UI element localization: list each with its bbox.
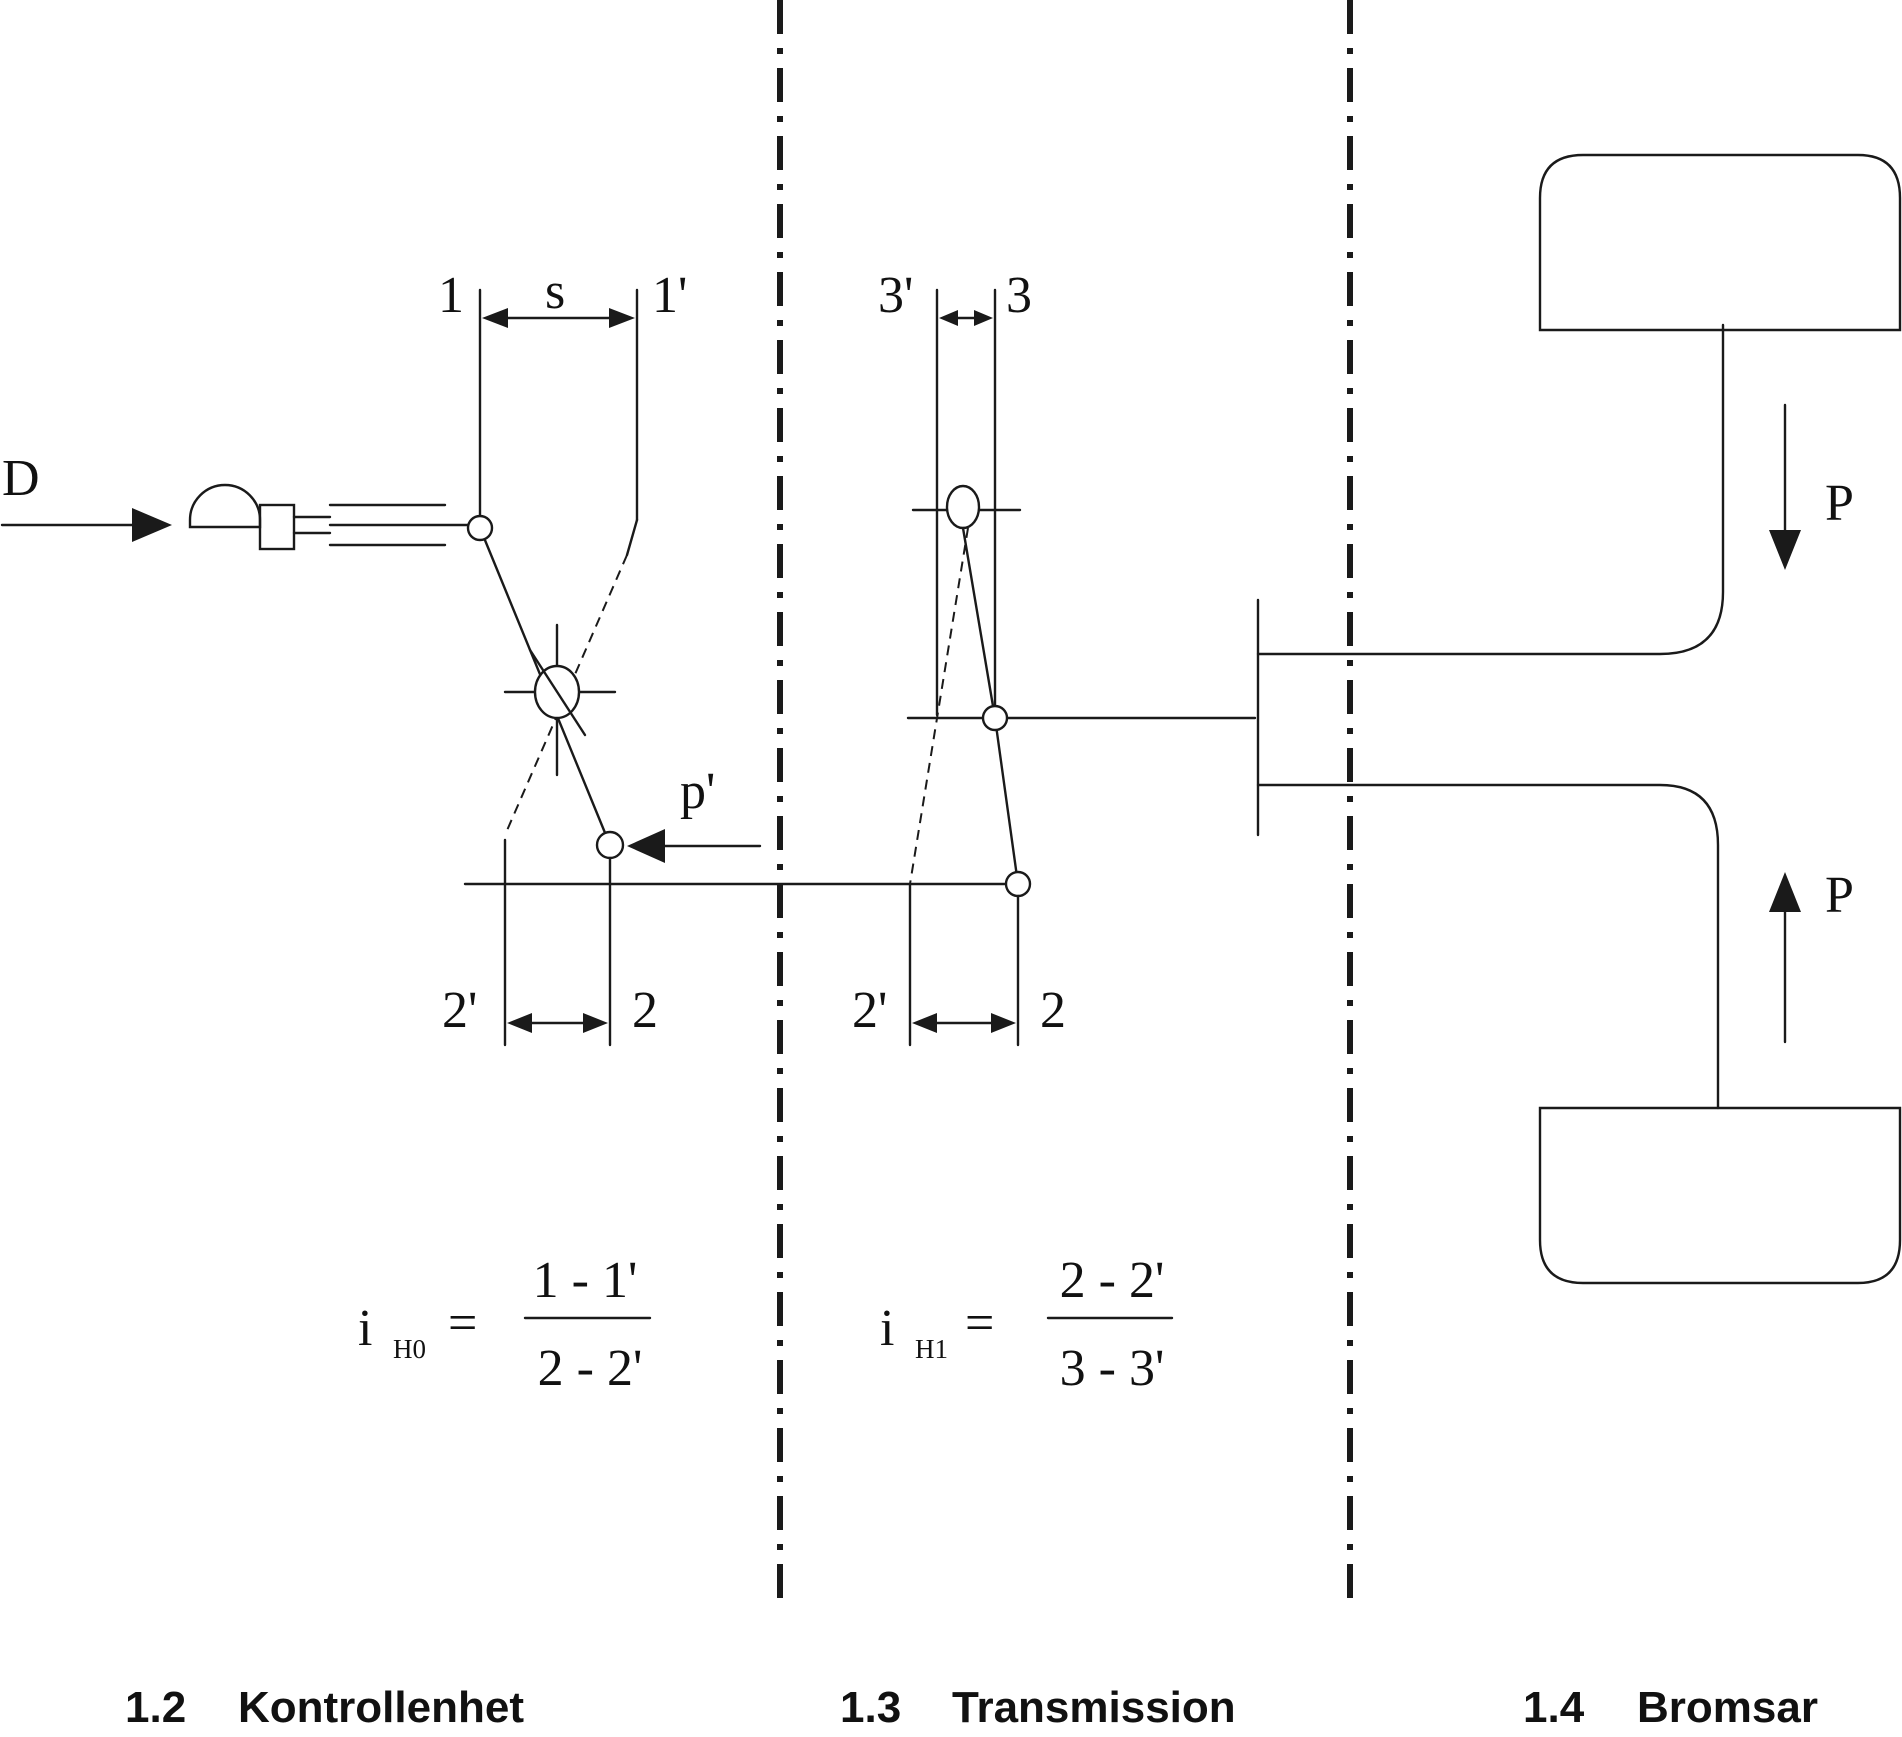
control-top-left-label: 1 [438, 267, 464, 324]
section-name: Transmission [952, 1683, 1236, 1732]
reaction-force-arrow [627, 829, 762, 863]
section-caption-control: 1.2 Kontrollenhet [125, 1683, 524, 1732]
input-force-arrow [0, 508, 172, 542]
section-name: Bromsar [1637, 1683, 1818, 1732]
transmission-top-right-label: 3 [1006, 267, 1032, 324]
formula-ih1-numerator: 2 - 2' [1060, 1252, 1165, 1309]
formula-ih1: i H1 = 2 - 2' 3 - 3' [880, 1252, 1174, 1397]
formula-ih1-denominator: 3 - 3' [1060, 1340, 1165, 1397]
formula-ih1-subscript: H1 [915, 1334, 948, 1364]
section-number: 1.4 [1523, 1683, 1585, 1732]
brake-shoe-bottom [1538, 1106, 1902, 1285]
reaction-label: p' [680, 763, 715, 820]
formula-ih0-numerator: 1 - 1' [533, 1252, 638, 1309]
stroke-dimension [482, 308, 635, 328]
control-bottom-dimension [507, 1013, 608, 1033]
brake-force-label-top: P [1825, 475, 1854, 532]
formula-ih0-symbol: i [358, 1300, 372, 1357]
control-bottom-right-label: 2 [632, 982, 658, 1039]
formula-ih0-equals: = [448, 1295, 477, 1352]
pedal-actuator [188, 483, 472, 551]
transmission-top-left-label: 3' [878, 267, 913, 324]
control-top-right-label: 1' [652, 267, 687, 324]
formula-ih0-denominator: 2 - 2' [538, 1340, 643, 1397]
section-caption-brakes: 1.4 Bromsar [1523, 1683, 1818, 1732]
input-label: D [2, 450, 40, 507]
section-number: 1.3 [840, 1683, 901, 1732]
transmission-lever [906, 288, 1257, 1047]
formula-ih1-symbol: i [880, 1300, 894, 1357]
transmission-bottom-right-label: 2 [1040, 982, 1066, 1039]
stroke-label: s [545, 263, 565, 320]
formula-ih0-subscript: H0 [393, 1334, 426, 1364]
transmission-bottom-left-label: 2' [852, 982, 887, 1039]
transmission-top-dimension [939, 310, 993, 326]
transmission-bottom-dimension [912, 1013, 1016, 1033]
formula-ih0: i H0 = 1 - 1' 2 - 2' [358, 1252, 652, 1397]
formula-ih1-equals: = [965, 1295, 994, 1352]
brake-force-arrow-up [1769, 872, 1801, 1044]
brake-force-arrow-down [1769, 403, 1801, 570]
section-caption-transmission: 1.3 Transmission [840, 1683, 1236, 1732]
control-lever [466, 288, 639, 1047]
brake-force-label-bottom: P [1825, 867, 1854, 924]
section-name: Kontrollenhet [238, 1683, 524, 1732]
brake-mechanism [1256, 323, 1725, 1110]
brake-shoe-top [1538, 153, 1902, 332]
control-bottom-left-label: 2' [442, 982, 477, 1039]
section-number: 1.2 [125, 1683, 186, 1732]
